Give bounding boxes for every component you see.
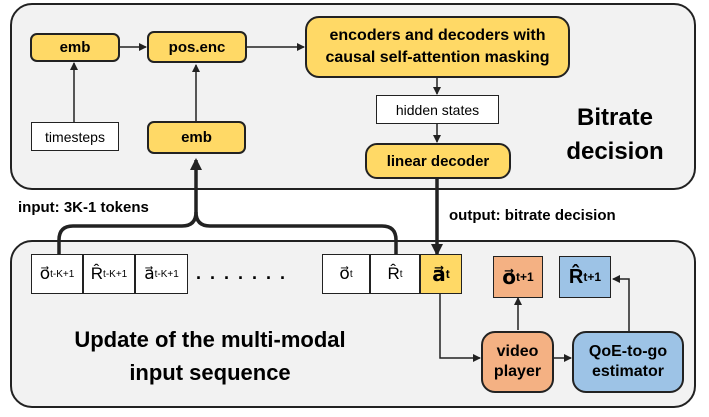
token-obs-t: o⃗t [322,254,370,294]
token-symbol: o⃗ [502,266,517,289]
qoe-to-go-estimator-box: QoE-to-go estimator [572,331,684,393]
hidden-states-box: hidden states [376,95,499,124]
token-subscript: t+1 [516,270,534,284]
token-symbol: R̂ [90,264,104,283]
emb-box-bottom: emb [147,121,246,154]
token-symbol: R̂ [387,264,400,283]
linear-decoder-box: linear decoder [365,143,511,179]
token-subscript: t+1 [583,270,602,284]
update-title-line2: input sequence [129,360,291,385]
token-symbol: R̂ [568,265,584,288]
input-tokens-label: input: 3K-1 tokens [18,199,149,216]
token-symbol: a⃗ [432,263,446,286]
token-subscript: t-K+1 [103,268,128,280]
encoder-decoder-box: encoders and decoders with causal self-a… [305,16,570,78]
token-symbol: a⃗ [144,264,155,283]
next-return-to-go-token: R̂t+1 [559,256,611,298]
token-action-t: a⃗t [420,254,462,294]
token-subscript: t [399,268,403,280]
timesteps-box: timesteps [31,122,119,151]
emb-box-top: emb [30,33,120,62]
bitrate-title-line2: decision [566,138,664,165]
token-rtg-t: R̂t [370,254,420,294]
video-player-box: video player [481,331,554,393]
token-subscript: t-K+1 [154,268,179,280]
token-action-t-K+1: a⃗t-K+1 [135,254,188,294]
token-obs-t-K+1: o⃗t-K+1 [31,254,83,294]
token-subscript: t [349,268,353,280]
sequence-ellipsis: . . . . . . . [196,263,288,283]
update-title-line1: Update of the multi-modal [74,327,346,352]
next-observation-token: o⃗t+1 [493,256,543,298]
token-rtg-t-K+1: R̂t-K+1 [83,254,135,294]
pos-enc-box: pos.enc [147,31,247,63]
output-label: output: bitrate decision [449,207,616,224]
token-subscript: t [445,267,450,281]
token-symbol: o⃗ [339,264,350,283]
token-symbol: o⃗ [39,264,51,283]
token-subscript: t-K+1 [50,268,75,280]
bitrate-title-line1: Bitrate [576,104,654,131]
